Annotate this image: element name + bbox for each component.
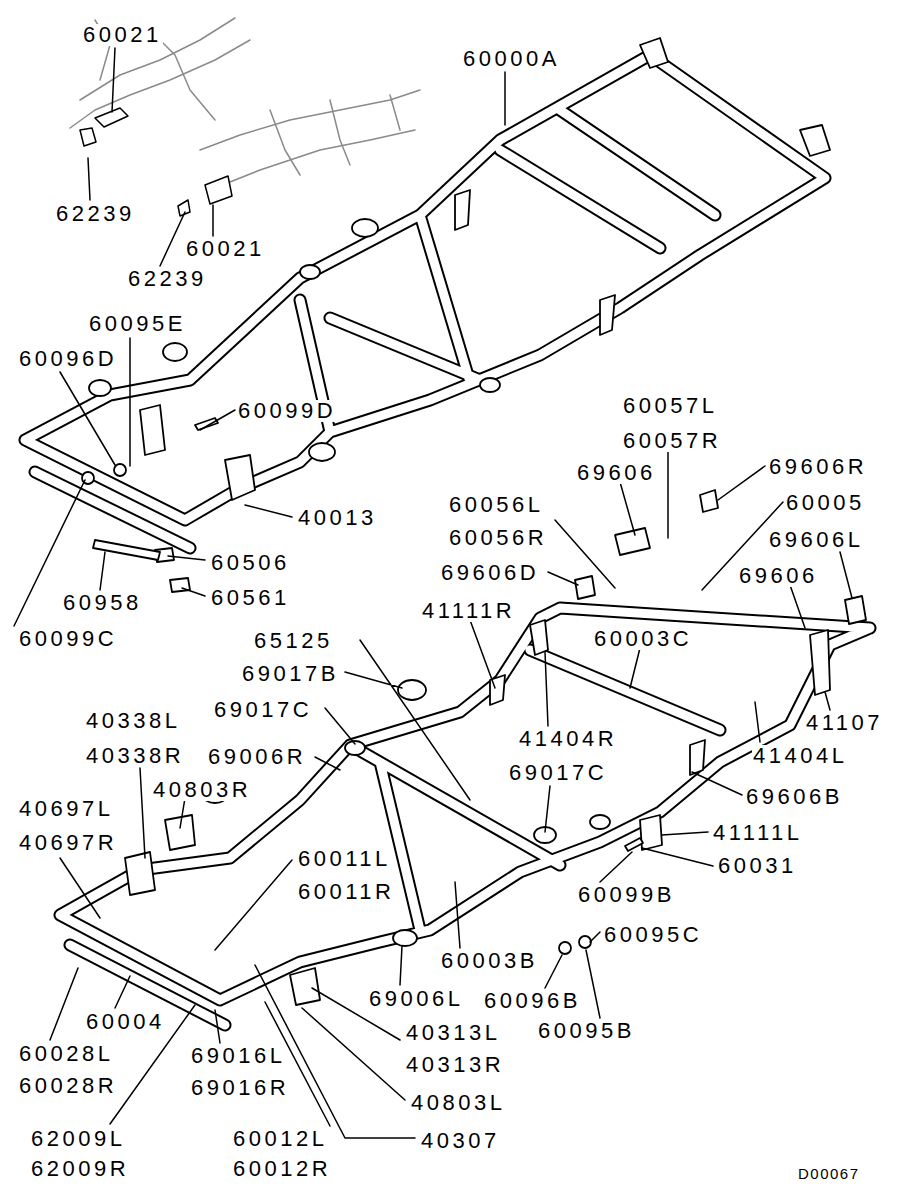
callout-number: 41111L <box>712 822 804 844</box>
callout-number: 60095B <box>537 1020 636 1042</box>
callout-number: 69017C <box>213 699 313 721</box>
callout-number: 41107 <box>805 712 884 734</box>
callout-number: 60028L <box>18 1043 114 1065</box>
callout-number: 40338R <box>85 745 185 767</box>
callout-number: 40313L <box>405 1022 501 1044</box>
callout-number: 60056L <box>448 494 544 516</box>
callout-number: 69006R <box>207 746 307 768</box>
callout-number: 65125 <box>253 630 334 652</box>
callout-number: 69016L <box>190 1045 286 1067</box>
callout-number: 60004 <box>85 1011 166 1033</box>
callout-number: 69017C <box>508 762 608 784</box>
callout-number: 69606B <box>745 786 844 808</box>
callout-number: 69606 <box>576 462 657 484</box>
callout-number: 60096D <box>18 348 118 370</box>
mount-brackets <box>82 38 866 1005</box>
callout-number: 60000A <box>462 48 561 70</box>
callout-number: 60056R <box>448 527 548 549</box>
callout-number: 60099D <box>237 400 337 422</box>
callout-number: 69606 <box>738 565 819 587</box>
callout-number: 40803L <box>410 1092 506 1114</box>
callout-number: 69017B <box>241 663 340 685</box>
callout-number: 69606L <box>768 529 864 551</box>
callout-number: 69006L <box>368 988 464 1010</box>
callout-number: 60011R <box>297 881 395 903</box>
callout-number: 62009R <box>30 1158 130 1180</box>
callout-number: 62009L <box>30 1128 126 1150</box>
callout-number: 40013 <box>297 507 378 529</box>
callout-number: 69606D <box>440 562 540 584</box>
callout-number: 60021 <box>185 238 266 260</box>
callout-number: 60099C <box>18 628 118 650</box>
frame-rail-inner <box>25 55 825 548</box>
inset-part <box>80 108 232 216</box>
callout-number: 69016R <box>190 1077 290 1099</box>
inset-sketch <box>70 18 420 190</box>
callout-number: 60095C <box>603 924 703 946</box>
callout-number: 60003B <box>440 950 539 972</box>
callout-number: 60057L <box>622 395 718 417</box>
callout-number: 60011L <box>297 848 392 870</box>
callout-number: 40338L <box>85 710 181 732</box>
callout-number: 41111R <box>421 600 516 622</box>
callout-number: 60958 <box>62 592 143 614</box>
callout-number: 60012R <box>232 1158 332 1180</box>
callout-number: 60057R <box>622 430 722 452</box>
callout-number: 40803R <box>152 779 252 801</box>
leader-lines <box>14 48 852 1138</box>
callout-number: 60003C <box>593 628 693 650</box>
callout-number: 60099B <box>577 884 676 906</box>
callout-number: 40697R <box>18 832 118 854</box>
callout-number: 62239 <box>127 268 208 290</box>
drawing-code: D00067 <box>797 1166 861 1181</box>
callout-number: 60021 <box>82 24 163 46</box>
callout-number: 40697L <box>18 798 114 820</box>
callout-number: 60095E <box>88 313 187 335</box>
callout-number: 40313R <box>405 1054 505 1076</box>
callout-number: 60561 <box>210 587 291 609</box>
callout-number: 60096B <box>483 990 582 1012</box>
callout-number: 40307 <box>420 1130 501 1152</box>
callout-number: 60005 <box>785 492 866 514</box>
callout-number: 41404L <box>752 745 848 767</box>
callout-number: 60031 <box>717 855 798 877</box>
callout-number: 41404R <box>518 728 618 750</box>
callout-number: 60028R <box>18 1075 118 1097</box>
callout-number: 60506 <box>210 552 291 574</box>
callout-number: 60012L <box>232 1128 328 1150</box>
callout-number: 69606R <box>768 456 868 478</box>
frame-rail-outline <box>25 55 825 548</box>
callout-number: 62239 <box>55 203 136 225</box>
